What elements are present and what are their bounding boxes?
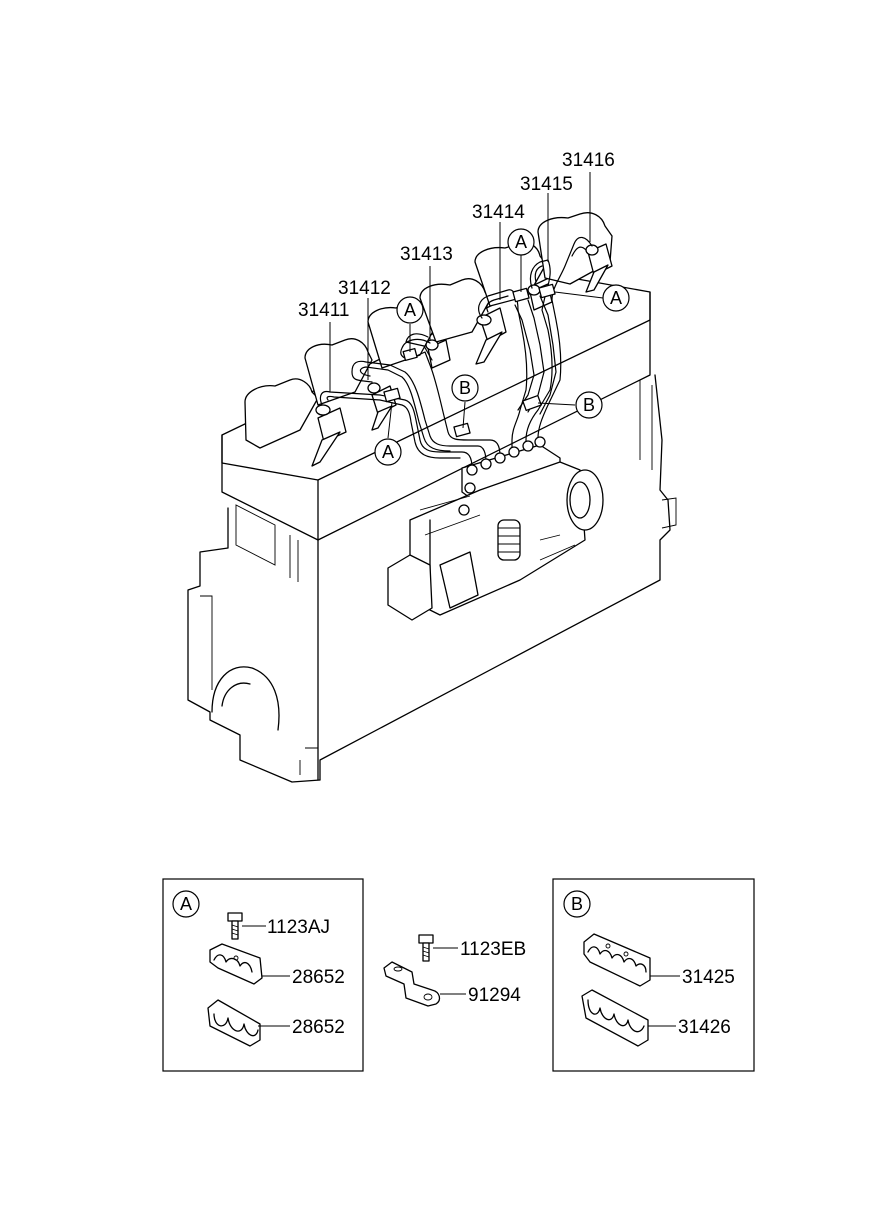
part-label-31414: 31414	[472, 202, 525, 223]
detail-box-a: A 1123AJ 28652 28652	[162, 878, 364, 1072]
clamp-lower-icon	[581, 989, 649, 1047]
part-label-31412: 31412	[338, 278, 391, 299]
clamp-upper-icon	[583, 933, 651, 987]
bolt-icon	[227, 912, 243, 940]
detail-a-clamp-lower-label: 28652	[292, 1017, 345, 1038]
injector-4	[475, 307, 507, 365]
callout-a-3: A	[507, 228, 535, 256]
svg-text:B: B	[583, 395, 595, 415]
detail-b-letter: B	[571, 894, 583, 914]
svg-text:B: B	[459, 378, 471, 398]
bolt-icon	[418, 934, 434, 962]
detail-a-clamp-upper-label: 28652	[292, 967, 345, 988]
part-label-31411: 31411	[298, 300, 349, 321]
callout-a-2: A	[374, 438, 402, 466]
injection-pump	[387, 436, 604, 621]
svg-text:A: A	[382, 442, 394, 462]
injector-1	[311, 404, 347, 467]
detail-b-clamp-upper-label: 31425	[682, 967, 735, 988]
callout-b-2: B	[575, 391, 603, 419]
injection-pipes	[319, 236, 593, 469]
middle-parts: 1123EB 91294	[383, 934, 526, 1007]
svg-text:A: A	[404, 300, 416, 320]
part-label-31415: 31415	[520, 174, 573, 195]
detail-box-b: B 31425 31426	[552, 878, 755, 1072]
detail-a-bolt-label: 1123AJ	[267, 917, 330, 938]
part-label-31416: 31416	[562, 150, 615, 171]
callout-a-4: A	[602, 284, 630, 312]
svg-text:A: A	[515, 232, 527, 252]
svg-text:A: A	[610, 288, 622, 308]
detail-b-clamp-lower-label: 31426	[678, 1017, 731, 1038]
clamp-upper-icon	[209, 943, 263, 985]
detail-a-letter: A	[180, 894, 192, 914]
clamp-lower-icon	[207, 999, 261, 1047]
middle-bracket-label: 91294	[468, 985, 521, 1006]
middle-bolt-label: 1123EB	[460, 939, 526, 960]
callout-a-1: A	[396, 296, 424, 324]
part-leaders	[329, 172, 604, 439]
part-label-31413: 31413	[400, 244, 453, 265]
bracket-icon	[383, 961, 441, 1007]
callout-b-1: B	[451, 374, 479, 402]
